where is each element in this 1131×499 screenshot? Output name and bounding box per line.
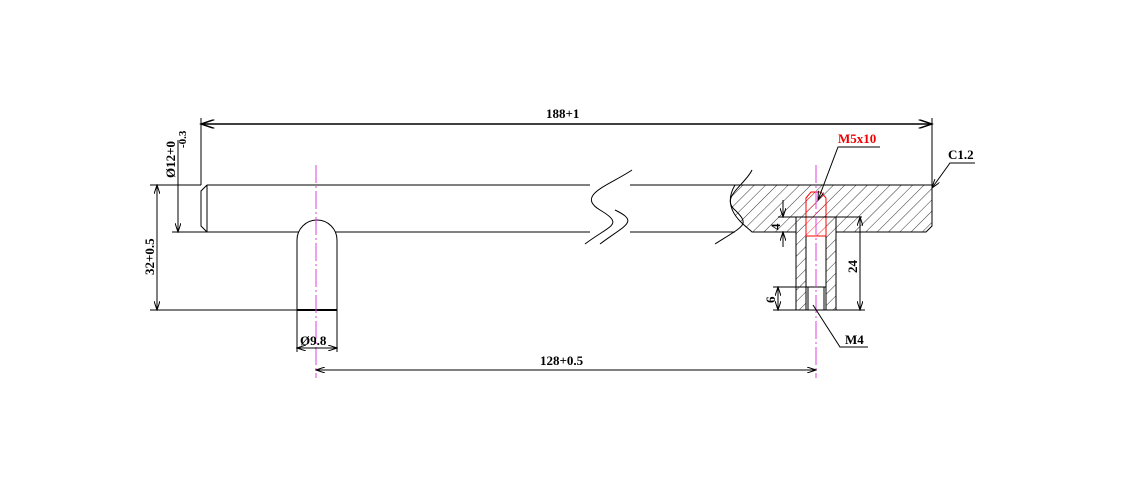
label-height: 32+0.5 — [142, 238, 157, 275]
label-post-depth: 24 — [845, 260, 860, 274]
left-leg — [296, 219, 338, 311]
label-thread-top: M5x10 — [838, 131, 876, 146]
label-hole-spacing: 128+0.5 — [540, 353, 584, 368]
label-bar-diameter: Ø12+0 — [163, 141, 178, 178]
break-line — [599, 209, 629, 245]
handle-bar — [200, 169, 753, 245]
label-thread-bottom: M4 — [845, 332, 864, 347]
label-thread-depth: 6 — [763, 296, 778, 303]
label-leg-diameter: Ø9.8 — [300, 333, 327, 348]
label-overall-length: 188+1 — [546, 106, 579, 121]
label-bar-diameter-tol: -0.3 — [177, 130, 189, 148]
break-line — [584, 169, 633, 245]
label-chamfer: C1.2 — [948, 147, 974, 162]
label-insert-depth: 4 — [768, 223, 783, 230]
section-view — [729, 184, 933, 311]
centerline — [315, 165, 817, 378]
